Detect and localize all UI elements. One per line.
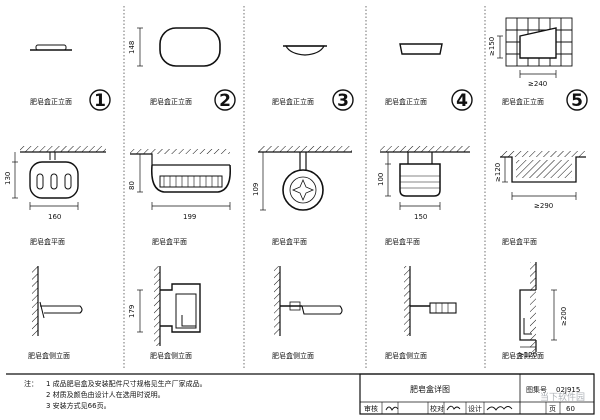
plan-view-4 (380, 146, 470, 210)
front-elevation-5 (497, 17, 573, 78)
plan-title-5: 肥皂盒平面 (502, 237, 537, 246)
front-elevation-1 (30, 44, 72, 51)
plan-height-dim-2: 80 (128, 181, 136, 190)
front-height-dim-2: 148 (128, 41, 136, 54)
plan-title-2: 肥皂盒平面 (152, 237, 187, 246)
column-2: 148 肥皂盒正立面 2 80 199 肥皂盒平 (128, 27, 236, 360)
page-label: 页 (549, 405, 556, 413)
view-number-2: 2 (219, 91, 231, 111)
view-number-4: 4 (456, 91, 468, 111)
plan-title-1: 肥皂盒平面 (30, 237, 65, 246)
view-number-circle-2 (214, 89, 236, 111)
view-number-1: 1 (94, 91, 106, 111)
front-elevation-4 (399, 43, 443, 55)
plan-title-4: 肥皂盒平面 (385, 237, 420, 246)
watermark: 当下软件园 (540, 391, 585, 403)
side-width-dim-5: ≥120 (518, 351, 537, 359)
view-number-circle-3 (332, 89, 354, 111)
atlas-number: 02J915 (556, 386, 580, 394)
review-label: 审核 (364, 404, 378, 413)
plan-width-dim-5: ≥290 (534, 202, 553, 210)
front-height-dim-5: ≥150 (488, 37, 496, 56)
notes-label: 注： (24, 379, 38, 388)
column-4: 肥皂盒正立面 4 100 150 肥皂盒平面 (377, 43, 473, 360)
note-item-2: 2 材质及颜色由设计人在选用时说明。 (46, 390, 165, 399)
plan-height-dim-5: ≥120 (494, 163, 502, 182)
column-dividers (123, 6, 486, 370)
atlas-label: 图集号 (526, 385, 547, 394)
plan-height-dim-1: 130 (4, 172, 12, 185)
front-title-3: 肥皂盒正立面 (272, 97, 314, 106)
side-elevation-5 (519, 262, 557, 352)
side-elevation-2 (137, 266, 201, 346)
side-height-dim-2: 179 (128, 305, 136, 318)
plan-view-2 (130, 149, 231, 210)
design-label: 设计 (468, 404, 482, 413)
front-title-5: 肥皂盒正立面 (502, 97, 544, 106)
front-elevation-2 (137, 27, 221, 67)
notes: 注： 1 成品肥皂盒及安装配件尺寸规格见生产厂家成品。 2 材质及颜色由设计人在… (24, 379, 207, 410)
front-title-4: 肥皂盒正立面 (385, 97, 427, 106)
check-label: 校对 (430, 404, 444, 413)
side-title-1: 肥皂盒侧立面 (28, 351, 70, 360)
side-elevation-3 (274, 266, 343, 336)
front-title-1: 肥皂盒正立面 (30, 97, 72, 106)
plan-width-dim-4: 150 (414, 213, 427, 221)
page-number: 60 (566, 405, 575, 413)
view-number-5: 5 (571, 91, 583, 111)
side-elevation-4 (404, 266, 457, 336)
column-5: ≥150 ≥240 肥皂盒正立面 5 ≥120 ≥290 肥皂盒平面 (488, 17, 588, 360)
view-number-circle-4 (451, 89, 473, 111)
view-number-circle-5 (566, 89, 588, 111)
plan-view-5 (500, 151, 586, 200)
plan-height-dim-3: 109 (252, 183, 260, 196)
plan-title-3: 肥皂盒平面 (272, 237, 307, 246)
front-width-dim-5: ≥240 (528, 80, 547, 88)
side-height-dim-5: ≥200 (560, 307, 568, 326)
front-title-2: 肥皂盒正立面 (150, 97, 192, 106)
drawing-title: 肥皂盒详图 (410, 384, 450, 394)
plan-view-3 (258, 146, 352, 211)
front-elevation-3 (283, 45, 327, 56)
plan-view-1 (12, 146, 106, 210)
view-number-3: 3 (337, 91, 349, 111)
handwritten-signatures (385, 405, 513, 411)
side-title-2: 肥皂盒侧立面 (150, 351, 192, 360)
plan-width-dim-2: 199 (183, 213, 196, 221)
note-item-3: 3 安装方式见66页。 (46, 401, 111, 410)
column-3: 肥皂盒正立面 3 109 肥皂盒平面 肥皂盒侧立面 (252, 45, 354, 360)
plan-width-dim-1: 160 (48, 213, 61, 221)
view-number-circle-1 (89, 89, 111, 111)
title-block (359, 373, 595, 415)
side-title-3: 肥皂盒侧立面 (272, 351, 314, 360)
column-1: 肥皂盒正立面 1 130 160 肥皂盒平面 肥皂盒侧 (4, 44, 111, 360)
note-item-1: 1 成品肥皂盒及安装配件尺寸规格见生产厂家成品。 (46, 379, 207, 388)
side-title-4: 肥皂盒侧立面 (385, 351, 427, 360)
side-elevation-1 (32, 266, 83, 336)
plan-height-dim-4: 100 (377, 173, 385, 186)
side-title-5: 肥皂盒侧立面 (502, 351, 544, 360)
